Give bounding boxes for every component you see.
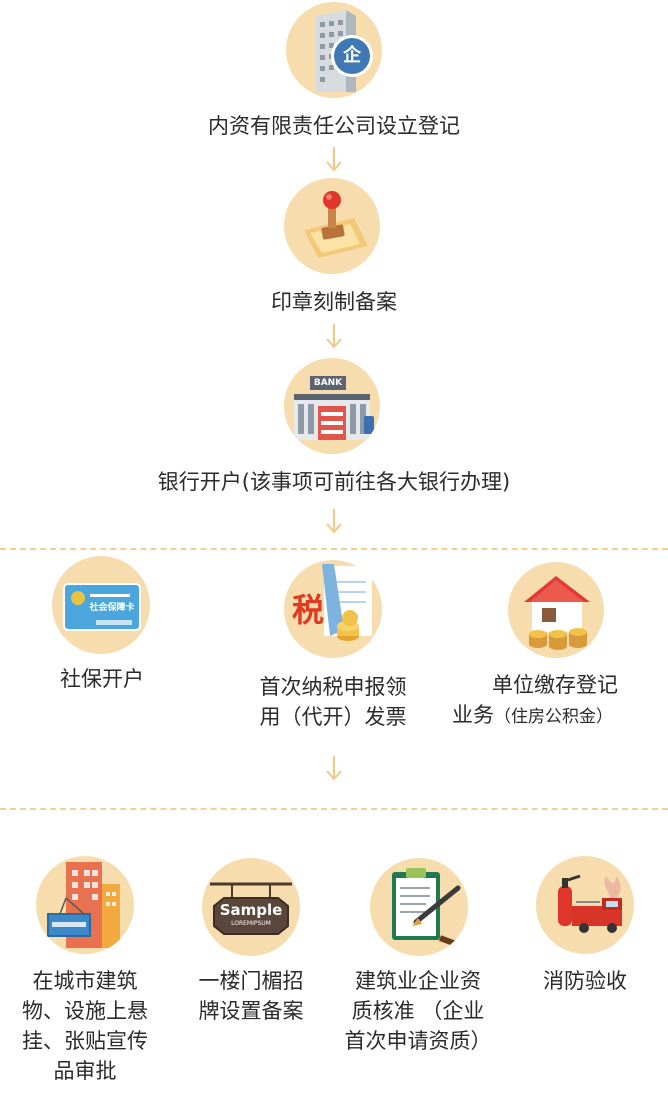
section-divider — [0, 548, 668, 550]
flow-arrow-down-icon — [326, 324, 342, 348]
housing-fund-label-line2: 业务（住房公积金） — [452, 701, 652, 732]
housing-fund-label-business: 业务 — [452, 703, 494, 727]
step-bank-icon-circle: BANK — [284, 358, 380, 454]
signboard-lorem-text: LOREMIPSUM — [231, 920, 271, 927]
office-building-icon — [316, 10, 373, 92]
housing-fund-icon-circle — [508, 562, 604, 658]
social-card-title: 社会保障卡 — [89, 603, 135, 613]
advertising-approval-label-line1: 在城市建筑 — [32, 969, 138, 993]
section-divider — [0, 808, 668, 810]
signboard-filing-label-line1: 一楼门楣招 — [198, 969, 304, 993]
enterprise-badge-text: 企 — [343, 45, 361, 66]
flow-arrow-down-icon — [326, 147, 342, 171]
clipboard-pen-icon — [392, 868, 461, 947]
fire-acceptance-icon-circle — [536, 856, 634, 954]
advertising-approval-label-line2: 物、设施上悬 — [22, 999, 148, 1023]
signboard-icon-circle: Sample LOREMIPSUM — [202, 858, 300, 956]
advertising-approval-label-line3: 挂、张贴宣传 — [22, 1029, 148, 1053]
seal-stamp-icon — [304, 191, 368, 258]
house-coins-icon — [524, 576, 590, 650]
fire-acceptance-label: 消防验收 — [543, 969, 627, 993]
step-company-registration-label: 内资有限责任公司设立登记 — [208, 114, 460, 138]
qualification-icon-circle — [370, 858, 468, 956]
housing-fund-label-note: （住房公积金） — [494, 707, 613, 727]
step-seal-icon-circle — [284, 178, 380, 274]
tax-icon-circle: 税 — [284, 560, 382, 658]
flow-arrow-down-icon — [326, 509, 342, 533]
fire-truck-extinguisher-icon — [558, 874, 622, 933]
qualification-label-line3: 首次申请资质） — [344, 1029, 492, 1053]
tax-invoice-label-line2: 用（代开）发票 — [259, 705, 407, 729]
bank-sign-text: BANK — [313, 378, 343, 388]
social-security-card-icon — [63, 583, 141, 631]
step-bank-account-label: 银行开户(该事项可前往各大银行办理) — [157, 470, 511, 494]
signboard-sample-text: Sample — [219, 901, 283, 919]
tax-coins-icon — [322, 564, 372, 641]
bank-icon — [294, 376, 374, 440]
advertising-icon-circle — [36, 856, 134, 954]
step-seal-label: 印章刻制备案 — [271, 290, 397, 314]
qualification-label-line1: 建筑业企业资 — [355, 969, 481, 993]
building-sign-icon — [47, 862, 120, 948]
housing-fund-label-line1: 单位缴存登记 — [492, 673, 618, 697]
advertising-approval-label-line4: 品审批 — [53, 1059, 117, 1083]
social-security-icon-circle: 社会保障卡 — [52, 556, 150, 654]
signboard-filing-label-line2: 牌设置备案 — [198, 999, 304, 1023]
social-security-label: 社保开户 — [60, 667, 144, 691]
tax-glyph: 税 — [291, 591, 324, 629]
sample-signboard-icon — [210, 882, 292, 935]
tax-invoice-label-line1: 首次纳税申报领 — [259, 675, 407, 699]
qualification-label-line2: 质核准 （企业 — [351, 999, 485, 1023]
step-company-registration-icon-circle: 企 — [286, 2, 382, 98]
flow-arrow-down-icon — [326, 756, 342, 780]
